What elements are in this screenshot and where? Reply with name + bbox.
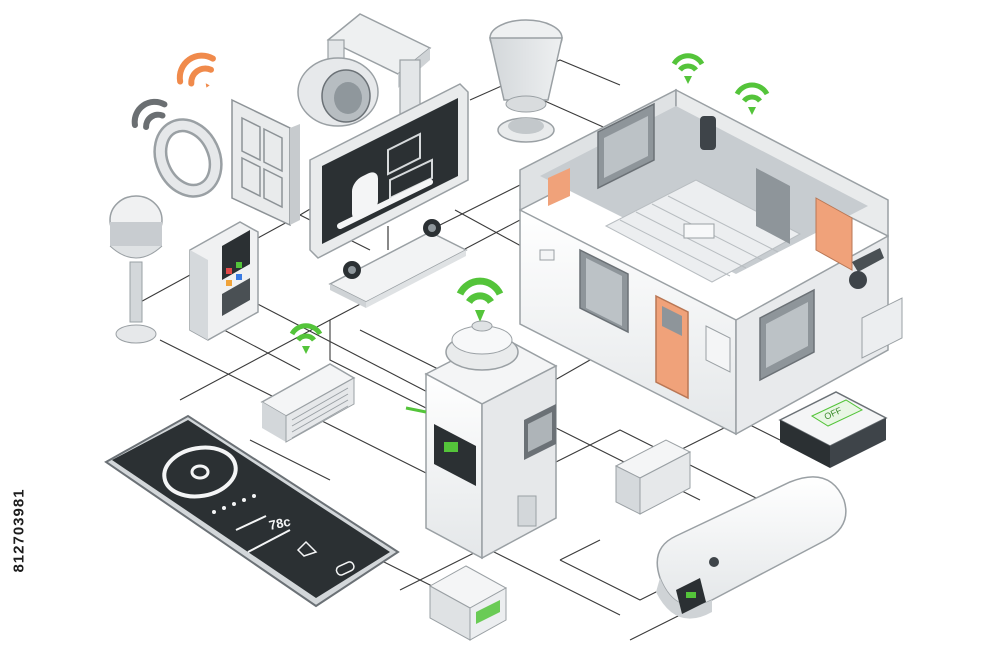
ring-sensor	[153, 118, 223, 198]
ceiling-speaker	[489, 19, 563, 143]
smart-speaker	[109, 195, 163, 344]
boiler-unit	[405, 320, 558, 560]
security-panel	[189, 221, 259, 341]
thermostat-box	[428, 565, 508, 641]
wall-monitor	[309, 83, 469, 259]
house	[519, 88, 903, 436]
camera-mount	[297, 13, 432, 127]
hub-device	[614, 439, 692, 515]
wifi-signal-icon-gray	[131, 98, 168, 131]
outdoor-camera	[849, 248, 884, 289]
door	[231, 98, 300, 227]
stock-image-id: 812703981	[6, 430, 32, 630]
camera-base	[328, 219, 468, 308]
wifi-signal-icon-green-2	[734, 82, 770, 115]
stock-image-id-text: 812703981	[10, 487, 28, 573]
wifi-signal-icon-green-4	[456, 277, 504, 322]
water-heater	[656, 476, 847, 619]
wifi-signal-icon-green-1	[671, 53, 705, 84]
wifi-signal-icon-green-3	[289, 323, 323, 354]
connection-lines	[134, 59, 801, 641]
router: OFF	[778, 391, 888, 468]
phone-temperature-readout: 78c	[268, 514, 292, 533]
air-conditioner	[260, 363, 356, 443]
wifi-signal-icon-orange	[176, 52, 216, 88]
smart-phone: 78c	[104, 414, 400, 608]
